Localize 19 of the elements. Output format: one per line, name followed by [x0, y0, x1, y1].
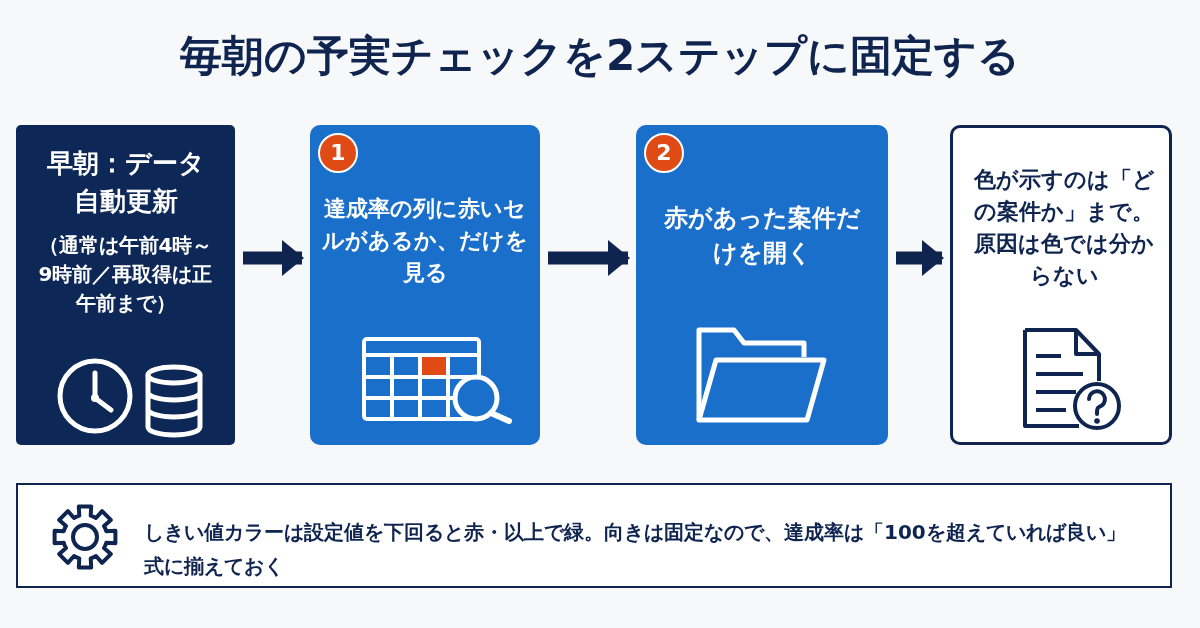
note-box — [950, 125, 1172, 445]
step-number: 1 — [329, 140, 347, 166]
step-text: 赤があった案件だけを開く — [662, 203, 862, 269]
step-number-badge — [644, 133, 684, 173]
note-box — [16, 483, 1172, 588]
arrow — [896, 240, 944, 276]
step-text: （通常は午前4時～9時前／再取得は正午前まで） — [37, 232, 214, 317]
arrow — [243, 240, 304, 276]
arrow — [548, 240, 630, 276]
step-text: しきい値カラーは設定値を下回ると赤・以上で緑。向きは固定なので、達成率は「100を超えていれば良い」式に揃えておく — [144, 519, 1127, 580]
step-box — [636, 125, 888, 445]
title: 毎朝の予実チェックを2ステップに固定する — [178, 30, 1022, 82]
step-box — [310, 125, 540, 445]
step-number-badge — [318, 133, 358, 173]
step-text: 達成率の列に赤いセルがあるか、だけを見る — [322, 195, 528, 287]
step-number: 2 — [655, 140, 673, 166]
step-box — [16, 125, 235, 445]
step-heading: 早朝：データ自動更新 — [45, 147, 206, 218]
step-text: 色が示すのは「どの案件か」まで。原因は色では分からない — [972, 166, 1156, 290]
